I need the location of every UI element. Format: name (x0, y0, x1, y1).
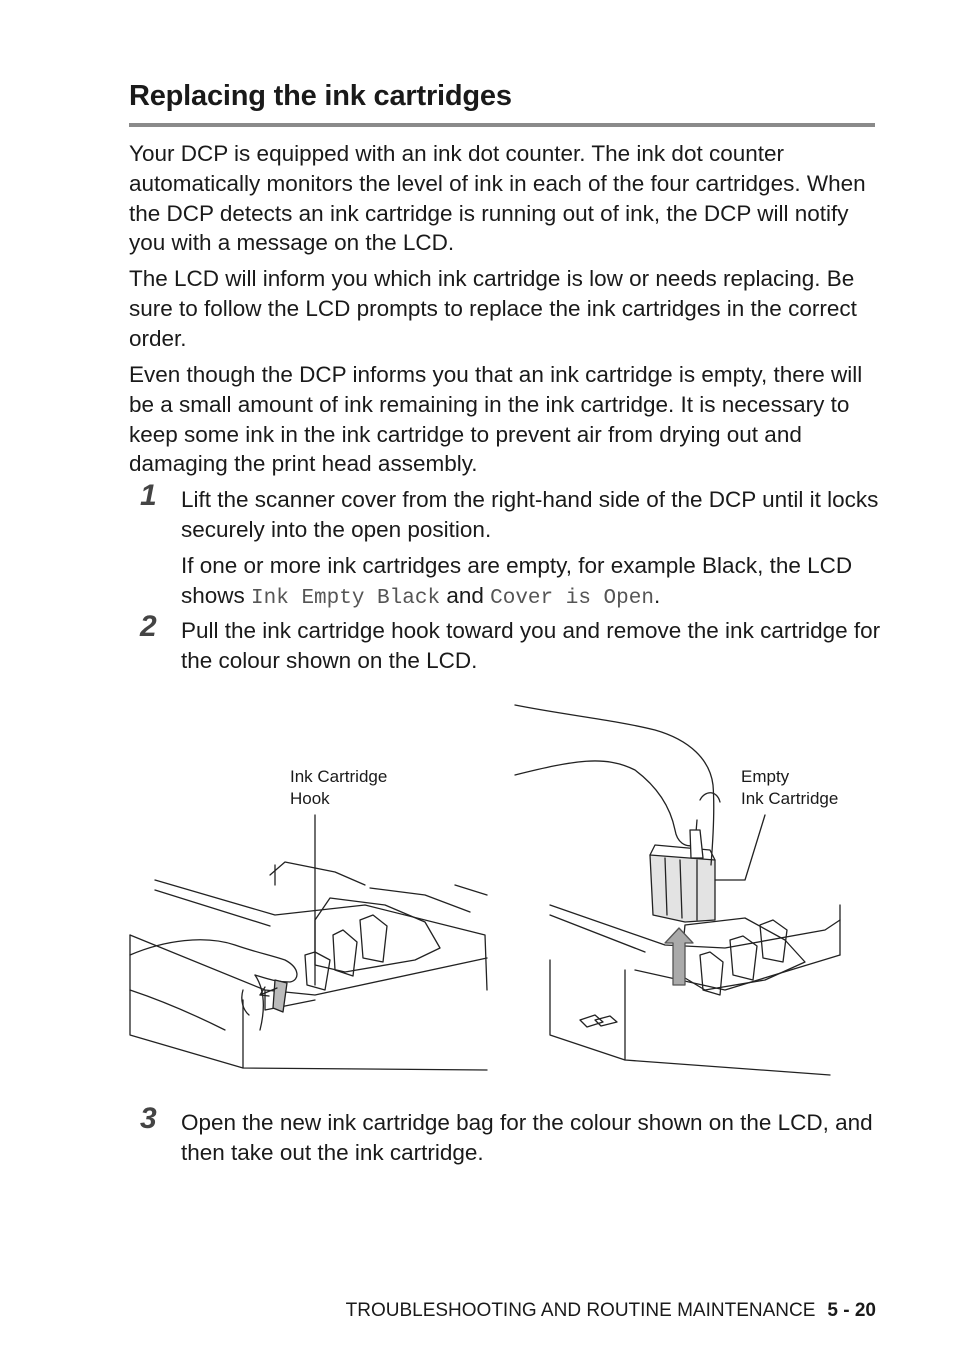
cartridge-removal-drawing (129, 704, 841, 1076)
footer-section-title: TROUBLESHOOTING AND ROUTINE MAINTENANCE (345, 1300, 816, 1321)
intro-paragraph-2: The LCD will inform you which ink cartri… (129, 266, 857, 351)
step-1-note-start: If one or more ink cartridges are empty,… (181, 553, 853, 608)
empty-cartridge-label-line-2: Ink Cartridge (741, 789, 839, 808)
step-1-note-end: . (653, 582, 661, 608)
cartridge-removal-illustration: Ink Cartridge Hook Empty Ink Cartridge (125, 690, 865, 1100)
intro-paragraph-1: Your DCP is equipped with an ink dot cou… (129, 141, 866, 256)
lcd-message-ink-empty: Ink Empty Black (251, 586, 441, 610)
step-2-text: Pull the ink cartridge hook toward you a… (181, 618, 881, 673)
intro-paragraph-3: Even though the DCP informs you that an … (129, 362, 863, 477)
page-number: 5 - 20 (827, 1300, 876, 1321)
hook-label-line-1: Ink Cartridge (290, 767, 388, 786)
hook-label-line-2: Hook (290, 789, 330, 808)
page-title: Replacing the ink cartridges (129, 80, 512, 112)
step-1-note: If one or more ink cartridges are empty,… (181, 551, 881, 614)
lcd-message-cover-open: Cover is Open (490, 586, 654, 610)
step-1-text: Lift the scanner cover from the right-ha… (181, 487, 879, 542)
title-underline (129, 123, 875, 127)
step-3-text: Open the new ink cartridge bag for the c… (181, 1110, 873, 1165)
step-3-number: 3 (140, 1102, 157, 1135)
step-2-number: 2 (140, 610, 157, 643)
step-1-note-and: and (440, 582, 491, 608)
empty-cartridge-label-line-1: Empty (741, 767, 790, 786)
step-1-number: 1 (140, 479, 157, 512)
page-footer: TROUBLESHOOTING AND ROUTINE MAINTENANCE 5… (346, 1300, 876, 1322)
